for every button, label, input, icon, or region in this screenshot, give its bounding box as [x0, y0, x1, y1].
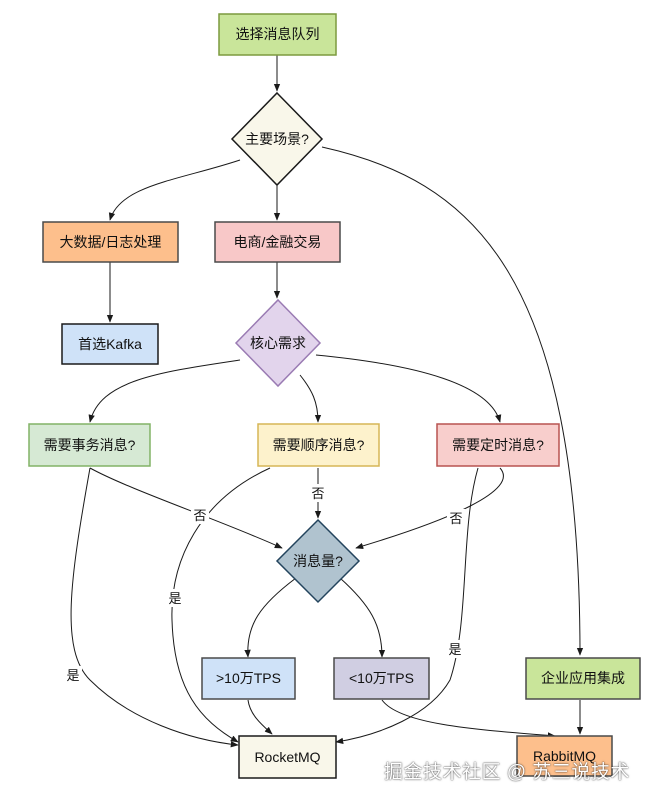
edge-label-text: 否: [311, 486, 324, 501]
node-scenario: 主要场景?: [230, 91, 324, 187]
node-rabbitmq: RabbitMQ: [516, 735, 613, 777]
node-label: 需要顺序消息?: [273, 437, 365, 453]
edge-label-timed-no: 否: [447, 509, 465, 527]
edge-label-order-no: 否: [309, 484, 327, 502]
node-label: 主要场景?: [245, 131, 309, 147]
node-label: 需要定时消息?: [452, 437, 544, 453]
node-label: 企业应用集成: [541, 670, 625, 686]
edge-scenario-enterprise: [321, 146, 584, 656]
node-label: >10万TPS: [216, 670, 281, 686]
node-label: 选择消息队列: [236, 26, 320, 42]
edge-core-order: [299, 374, 322, 423]
edge-timed-rocketmq: [335, 467, 479, 745]
edge-lt10-rabbitmq: [381, 699, 556, 739]
node-label: 大数据/日志处理: [60, 234, 162, 250]
edge-core-timed: [315, 354, 502, 423]
node-core: 核心需求: [234, 298, 322, 388]
edge-label-text: 是: [66, 668, 79, 683]
edge-label-text: 是: [448, 642, 461, 657]
edge-scenario-bigdata: [108, 159, 241, 221]
node-txn: 需要事务消息?: [28, 423, 151, 467]
node-timed: 需要定时消息?: [436, 423, 560, 467]
watermark: 掘金技术社区 @ 苏三说技术: [384, 762, 630, 783]
edge-label-text: 否: [449, 511, 462, 526]
node-label: 需要事务消息?: [44, 437, 136, 453]
node-label: 消息量?: [293, 553, 343, 569]
edge-txn-volume: [89, 467, 283, 549]
edge-label-txn-no: 否: [191, 506, 209, 524]
node-label: <10万TPS: [349, 670, 414, 686]
edge-core-txn: [88, 359, 241, 423]
nodes: 选择消息队列 大数据/日志处理 电商/金融交易 首选Kafka 需要事务消息? …: [28, 13, 641, 779]
edge-label-txn-yes: 是: [64, 666, 82, 684]
node-label: 电商/金融交易: [234, 234, 322, 250]
edge-label-timed-yes: 是: [446, 640, 464, 658]
edge-label-text: 是: [168, 591, 181, 606]
node-order: 需要顺序消息?: [257, 423, 380, 467]
node-start: 选择消息队列: [218, 13, 337, 56]
edge-labels: 否 否 否 是 是 是: [64, 484, 465, 684]
edge-label-text: 否: [193, 508, 206, 523]
node-lt10: <10万TPS: [333, 657, 430, 700]
edge-volume-gt10: [244, 577, 297, 658]
edges: [70, 55, 584, 748]
node-label: 首选Kafka: [78, 336, 142, 352]
edge-txn-rocketmq: [70, 467, 239, 748]
edge-volume-lt10: [339, 577, 386, 658]
node-label: RocketMQ: [254, 749, 320, 765]
node-label: RabbitMQ: [533, 748, 596, 764]
node-enterprise: 企业应用集成: [525, 657, 641, 700]
node-label: 核心需求: [250, 335, 306, 351]
node-bigdata: 大数据/日志处理: [42, 221, 179, 263]
edge-label-order-yes: 是: [166, 589, 184, 607]
node-ecommerce: 电商/金融交易: [214, 221, 341, 263]
node-volume: 消息量?: [275, 518, 361, 604]
edge-gt10-rocketmq: [247, 699, 273, 735]
edge-order-rocketmq: [171, 467, 271, 743]
node-rocketmq: RocketMQ: [238, 735, 337, 779]
edge-timed-volume: [355, 467, 504, 550]
node-gt10: >10万TPS: [201, 657, 296, 700]
node-kafka: 首选Kafka: [61, 323, 159, 365]
